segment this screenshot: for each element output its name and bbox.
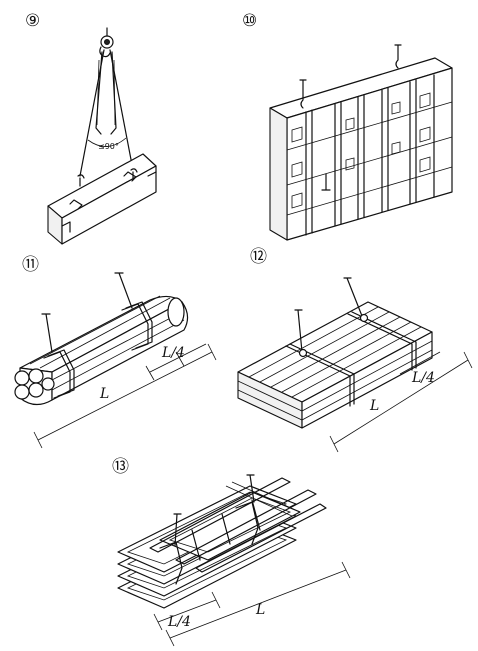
figure-12: ⑫ L L/4 xyxy=(237,247,473,453)
lifting-hook-left-icon xyxy=(299,79,307,109)
quarter-length-label: L/4 xyxy=(161,345,185,361)
board-stack xyxy=(237,301,433,429)
lifting-hook-left-icon xyxy=(41,313,53,353)
quarter-length-label: L/4 xyxy=(167,614,191,630)
formwork-panel xyxy=(269,57,453,241)
lifting-hook-right-icon xyxy=(114,272,133,309)
figure-10: ⑩ xyxy=(242,11,453,241)
length-label: L xyxy=(255,602,265,618)
figure-11: ⑪ xyxy=(14,255,217,449)
beam-block xyxy=(47,153,157,245)
crane-hook-icon xyxy=(99,27,114,58)
figure-13: ⑬ xyxy=(112,457,351,647)
figure-11-number: ⑪ xyxy=(22,255,39,275)
lifting-hook-right-icon xyxy=(394,44,402,69)
figure-9-number: ⑨ xyxy=(25,11,40,31)
figure-12-number: ⑫ xyxy=(250,247,267,267)
length-label: L xyxy=(99,386,109,402)
figure-10-number: ⑩ xyxy=(242,11,257,31)
angle-arc xyxy=(87,137,127,147)
lifting-hook-left-icon xyxy=(294,309,303,353)
quarter-dimension-line xyxy=(399,351,441,375)
lifting-slings xyxy=(79,49,134,177)
figure-13-number: ⑬ xyxy=(112,457,129,477)
length-dimension-line xyxy=(333,359,469,445)
lifting-hook-right-icon xyxy=(343,277,363,317)
length-label: L xyxy=(369,398,379,414)
quarter-dimension-line xyxy=(149,343,207,373)
lifting-hook-left-icon xyxy=(173,513,182,547)
quarter-length-label: L/4 xyxy=(411,370,435,386)
length-dimension-line xyxy=(169,569,347,639)
figure-9: ⑨ ≤90° xyxy=(25,11,157,245)
frame-stack xyxy=(117,477,327,609)
lifting-hook-right-icon xyxy=(246,474,255,503)
pipe-bundle xyxy=(14,295,189,406)
angle-label: ≤90° xyxy=(98,142,119,151)
quarter-dimension-line xyxy=(157,599,217,623)
lifting-lug-right xyxy=(130,168,138,181)
lifting-lug-left xyxy=(77,174,85,187)
length-dimension-line xyxy=(37,351,213,441)
